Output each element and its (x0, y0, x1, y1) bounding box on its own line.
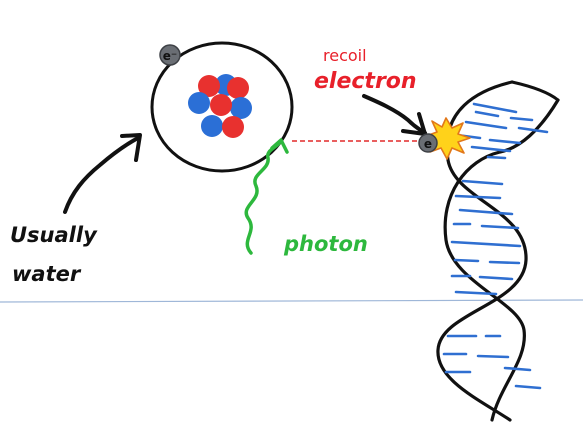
dna-strand-right (443, 98, 560, 422)
water-label: water (12, 262, 82, 286)
electron-pointer-arrow (362, 94, 427, 136)
recoil-label: recoil (323, 46, 367, 65)
photon-label: photon (283, 232, 368, 256)
usually-label: Usually (10, 223, 98, 247)
orbit-electron-label: e⁻ (163, 49, 177, 63)
collision-flash (425, 117, 471, 160)
horizon-line (0, 299, 583, 303)
neutron (201, 115, 223, 137)
dna-strand-top (510, 80, 560, 102)
dna-electron: e (418, 133, 438, 153)
proton (210, 94, 232, 116)
nucleus (188, 74, 252, 138)
water-atom: e⁻ (150, 41, 294, 173)
dna-strand-left (436, 80, 528, 422)
dna-double-helix (436, 80, 560, 422)
electron-label: electron (314, 69, 417, 94)
photon-arrow (244, 138, 289, 255)
electron-orbit (150, 41, 294, 173)
water-pointer-arrow (63, 133, 142, 214)
proton (227, 77, 249, 99)
flash-burst (425, 117, 471, 160)
neutron (230, 97, 252, 119)
proton (198, 75, 220, 97)
orbit-electron: e⁻ (159, 44, 181, 66)
proton (222, 116, 244, 138)
dna-electron-label: e (424, 137, 432, 151)
neutron (188, 92, 210, 114)
